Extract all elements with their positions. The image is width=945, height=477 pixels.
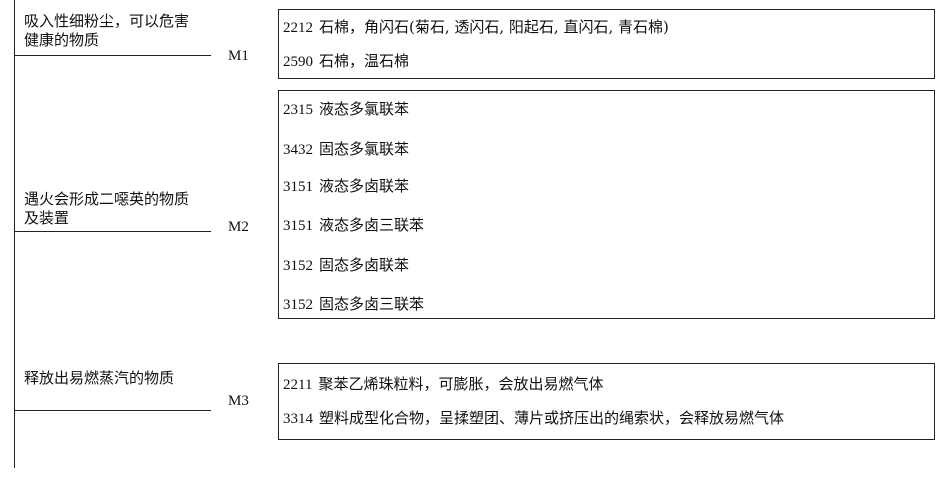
item-number: 3314 bbox=[283, 411, 313, 427]
item-text: 石棉，温石棉 bbox=[319, 52, 410, 70]
item-number: 2211 bbox=[283, 377, 313, 393]
list-item: 3152 固态多卤联苯 bbox=[283, 254, 409, 275]
category-m2-code: M2 bbox=[228, 219, 249, 235]
category-m2-box: 2315 液态多氯联苯 3432 固态多氯联苯 3151 液态多卤联苯 3151 液态多… bbox=[278, 90, 935, 319]
category-m3-connector bbox=[14, 410, 211, 411]
item-number: 3151 bbox=[283, 218, 313, 234]
item-number: 3152 bbox=[283, 297, 313, 313]
tree-vertical-line bbox=[14, 0, 15, 468]
item-text: 固态多卤三联苯 bbox=[319, 295, 425, 313]
item-number: 3432 bbox=[283, 142, 313, 158]
item-text: 聚苯乙烯珠粒料，可膨胀，会放出易燃气体 bbox=[318, 375, 604, 393]
item-text: 液态多卤三联苯 bbox=[319, 216, 425, 234]
category-m1-label: 吸入性细粉尘，可以危害健康的物质 bbox=[24, 12, 190, 49]
category-m1-connector bbox=[14, 55, 211, 56]
item-number: 3151 bbox=[283, 179, 313, 195]
item-text: 液态多氯联苯 bbox=[319, 100, 410, 118]
list-item: 3151 液态多卤联苯 bbox=[283, 175, 409, 196]
list-item: 3151 液态多卤三联苯 bbox=[283, 214, 424, 235]
item-number: 2315 bbox=[283, 102, 313, 118]
list-item: 2211 聚苯乙烯珠粒料，可膨胀，会放出易燃气体 bbox=[283, 373, 603, 394]
list-item: 2590 石棉，温石棉 bbox=[283, 50, 409, 71]
category-m3-code: M3 bbox=[228, 393, 249, 409]
category-m1-code: M1 bbox=[228, 48, 249, 64]
item-text: 液态多卤联苯 bbox=[319, 177, 410, 195]
category-m3-box: 2211 聚苯乙烯珠粒料，可膨胀，会放出易燃气体 3314 塑料成型化合物，呈揉塑团… bbox=[278, 363, 935, 440]
list-item: 3152 固态多卤三联苯 bbox=[283, 293, 424, 314]
item-text: 固态多卤联苯 bbox=[319, 256, 410, 274]
item-text: 塑料成型化合物，呈揉塑团、薄片或挤压出的绳索状，会释放易燃气体 bbox=[319, 409, 785, 427]
list-item: 3432 固态多氯联苯 bbox=[283, 138, 409, 159]
item-number: 3152 bbox=[283, 258, 313, 274]
category-m3-label: 释放出易燃蒸汽的物质 bbox=[24, 369, 175, 387]
item-text: 石棉，角闪石(菊石, 透闪石, 阳起石, 直闪石, 青石棉) bbox=[319, 18, 669, 36]
item-number: 2590 bbox=[283, 54, 313, 70]
category-m2-connector bbox=[14, 231, 211, 232]
category-m1-box: 2212 石棉，角闪石(菊石, 透闪石, 阳起石, 直闪石, 青石棉) 2590 石… bbox=[278, 9, 935, 79]
list-item: 3314 塑料成型化合物，呈揉塑团、薄片或挤压出的绳索状，会释放易燃气体 bbox=[283, 407, 784, 428]
item-number: 2212 bbox=[283, 20, 313, 36]
list-item: 2315 液态多氯联苯 bbox=[283, 98, 409, 119]
list-item: 2212 石棉，角闪石(菊石, 透闪石, 阳起石, 直闪石, 青石棉) bbox=[283, 16, 669, 37]
category-m2-label: 遇火会形成二噁英的物质及装置 bbox=[24, 190, 190, 227]
item-text: 固态多氯联苯 bbox=[319, 140, 410, 158]
